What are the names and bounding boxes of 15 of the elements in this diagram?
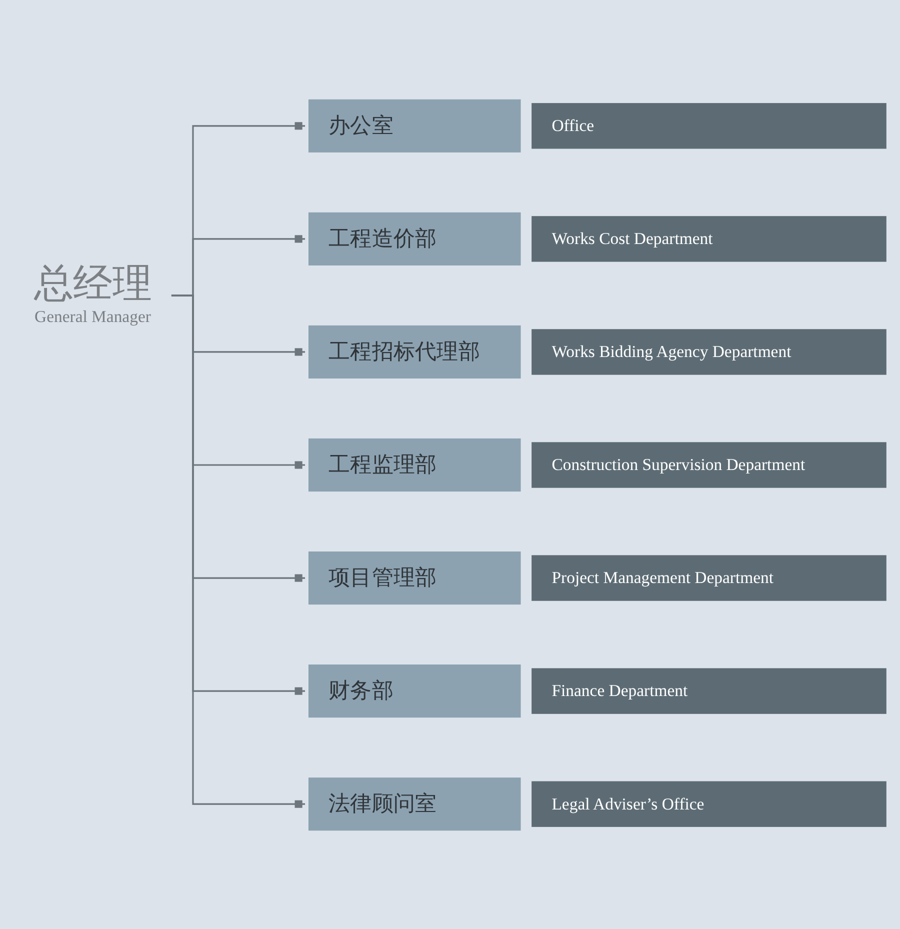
node-box: Finance Department	[532, 668, 886, 714]
node-box: Construction Supervision Department	[532, 442, 886, 488]
node-box: Works Bidding Agency Department	[532, 328, 886, 374]
node-box: Works Cost Department	[532, 216, 886, 262]
node-box: Office	[532, 102, 886, 148]
node-box: 工程招标代理部	[308, 324, 521, 378]
node-box: 办公室	[308, 98, 521, 152]
node-box: 项目管理部	[308, 551, 521, 604]
node-box: 法律顾问室	[308, 777, 521, 830]
node-box: Legal Adviser’s Office	[532, 780, 886, 826]
node-box: Project Management Department	[532, 554, 886, 600]
node-box: 财务部	[308, 664, 521, 718]
connector	[171, 294, 306, 808]
node-box: 工程造价部	[308, 212, 521, 265]
node-box: 工程监理部	[308, 438, 521, 492]
